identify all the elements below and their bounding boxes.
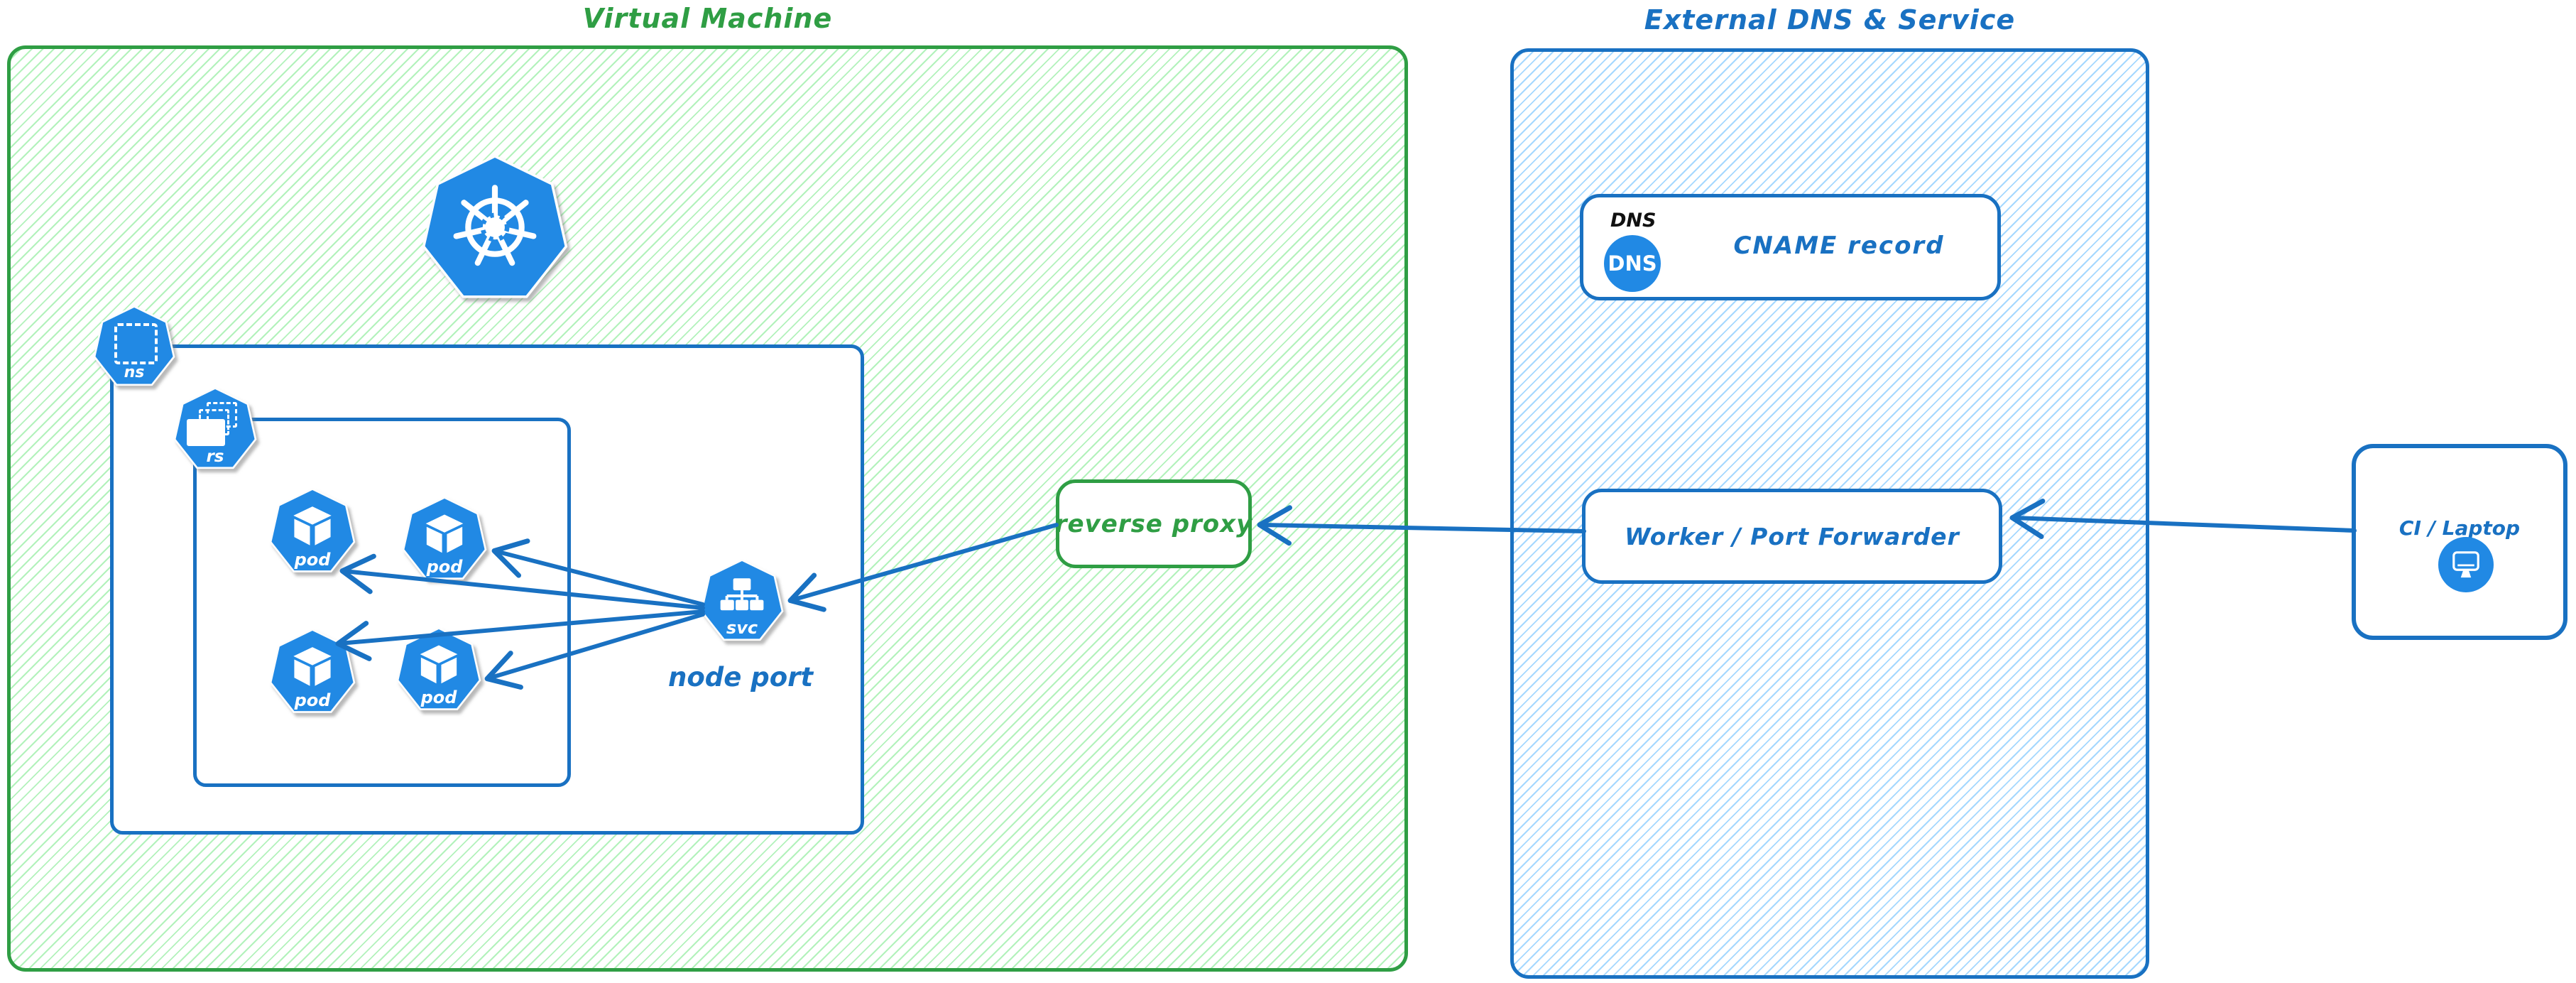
node-port-caption: node port <box>668 662 814 693</box>
dashed-square-glyph <box>114 322 158 364</box>
ci-laptop-box: CI / Laptop <box>2352 444 2567 640</box>
dns-record-box: DNS DNS CNAME record <box>1580 194 2001 300</box>
monitor-glyph <box>2452 551 2479 578</box>
cube-icon <box>293 506 332 545</box>
heptagon-fill <box>404 499 485 578</box>
solid-rect-glyph <box>187 418 226 447</box>
dns-badge-text: DNS <box>1608 251 1657 276</box>
external-section-title: External DNS & Service <box>1644 4 2016 36</box>
pod-label: pod <box>294 550 331 570</box>
reverse-proxy-label: reverse proxy <box>1054 509 1253 538</box>
replicaset-label: rs <box>206 447 224 467</box>
ship-wheel-icon <box>453 184 537 266</box>
pod-label: pod <box>294 690 331 710</box>
cname-record-label: CNAME record <box>1733 232 1945 260</box>
worker-box: Worker / Port Forwarder <box>1582 489 2002 584</box>
cube-icon <box>420 645 458 684</box>
namespace-icon: ns <box>92 305 176 390</box>
pod-icon: pod <box>395 627 482 715</box>
heptagon-fill <box>271 490 354 571</box>
vm-section-title: Virtual Machine <box>582 3 833 34</box>
worker-label: Worker / Port Forwarder <box>1625 522 1960 550</box>
dns-tag: DNS <box>1610 210 1657 232</box>
reverse-proxy-box: reverse proxy <box>1054 479 1253 568</box>
namespace-label: ns <box>124 364 145 382</box>
cube-icon <box>425 514 464 553</box>
pod-icon: pod <box>401 496 488 584</box>
pod-icon: pod <box>268 488 356 577</box>
pod-label: pod <box>426 557 463 577</box>
monitor-icon <box>2438 537 2494 592</box>
pod-label: pod <box>420 688 457 708</box>
service-tree-icon <box>720 578 764 611</box>
service-label: svc <box>726 618 758 639</box>
service-icon: svc <box>699 559 785 645</box>
heptagon-fill <box>95 308 173 384</box>
cube-icon <box>293 646 332 686</box>
kubernetes-logo-icon <box>420 155 569 305</box>
ci-laptop-label: CI / Laptop <box>2398 516 2521 540</box>
replicaset-box <box>193 418 571 787</box>
dns-badge-icon: DNS <box>1604 235 1661 292</box>
pod-icon: pod <box>268 629 356 717</box>
replicaset-icon: rs <box>173 387 258 473</box>
